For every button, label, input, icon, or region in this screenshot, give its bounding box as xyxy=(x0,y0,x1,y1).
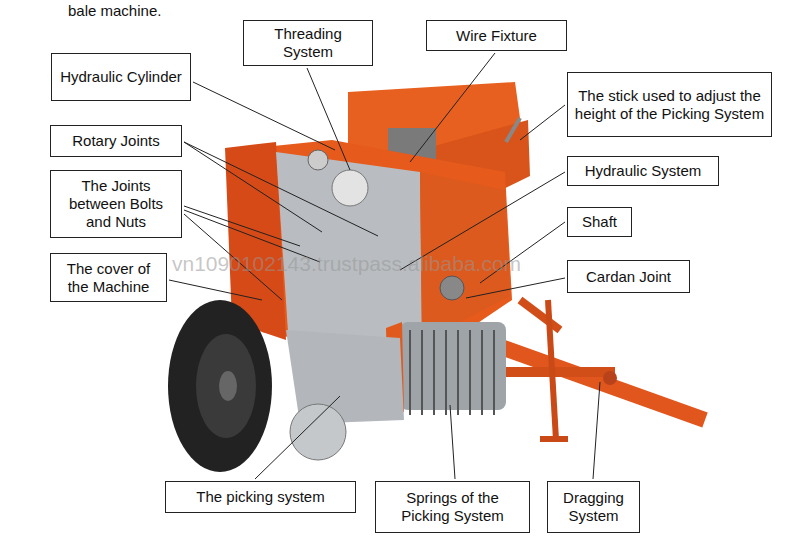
watermark: vn1090102143.trustpass.alibaba.com xyxy=(172,252,521,276)
callout-text: Wire Fixture xyxy=(456,27,537,45)
cardan xyxy=(440,276,464,300)
callout-text: Threading System xyxy=(250,25,366,61)
drag-brace xyxy=(520,300,560,330)
callout-box: Hydraulic Cylinder xyxy=(51,53,191,101)
callout-text: Shaft xyxy=(582,213,617,231)
callout-box: Shaft xyxy=(567,207,632,237)
rim xyxy=(196,334,256,438)
callout-text: The stick used to adjust the height of t… xyxy=(574,87,765,123)
hitch-pin xyxy=(603,371,617,385)
callout-box: Cardan Joint xyxy=(567,260,690,293)
pulley xyxy=(308,150,328,170)
adjust-stick xyxy=(506,118,520,142)
leader-lines xyxy=(169,53,600,479)
callout-box: Rotary Joints xyxy=(50,125,182,157)
callout-text: Rotary Joints xyxy=(72,132,160,150)
hub xyxy=(219,371,237,401)
callout-box: Springs of the Picking System xyxy=(375,481,530,533)
callout-text: Hydraulic System xyxy=(585,162,702,180)
callout-box: The Joints between Bolts and Nuts xyxy=(50,170,182,238)
stand-leg xyxy=(548,300,556,440)
pickup-drum xyxy=(400,322,506,410)
caption-fragment: bale machine. xyxy=(68,2,161,19)
stand-foot xyxy=(540,436,568,442)
callout-text: Dragging System xyxy=(554,489,633,525)
callout-box: Wire Fixture xyxy=(426,20,567,51)
pulley xyxy=(332,170,368,206)
callout-box: The cover of the Machine xyxy=(50,253,167,302)
pickup-tines xyxy=(410,330,494,415)
callout-box: Hydraulic System xyxy=(567,156,719,186)
callout-box: Threading System xyxy=(243,20,373,66)
callout-text: The picking system xyxy=(196,488,324,506)
front-panel xyxy=(276,152,422,342)
drive-pulley xyxy=(290,404,346,460)
callout-text: Springs of the Picking System xyxy=(382,489,523,525)
callout-text: Cardan Joint xyxy=(586,268,671,286)
callout-box: The picking system xyxy=(165,481,356,513)
tire xyxy=(168,300,272,472)
callout-text: The Joints between Bolts and Nuts xyxy=(57,177,175,231)
callout-text: Hydraulic Cylinder xyxy=(60,68,182,86)
callout-box: The stick used to adjust the height of t… xyxy=(567,72,772,137)
callout-box: Dragging System xyxy=(547,481,640,533)
callout-text: The cover of the Machine xyxy=(57,260,160,296)
